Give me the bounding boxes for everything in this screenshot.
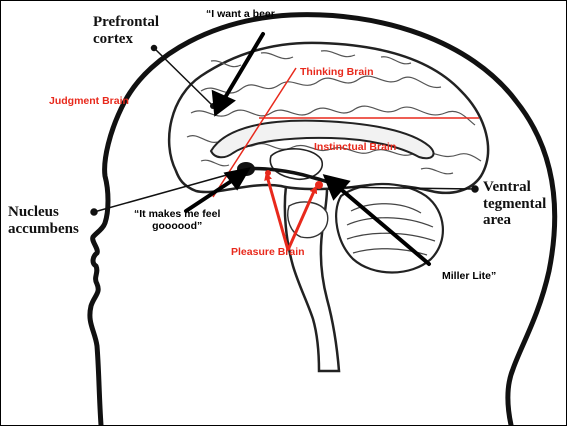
instinctual-brain-label: Instinctual Brain — [314, 142, 396, 154]
prefrontal-label-line2: cortex — [93, 31, 159, 48]
ventral-label-line2: tegmental — [483, 196, 546, 213]
thinking-brain-label: Thinking Brain — [300, 67, 374, 79]
prefrontal-label-line1: Prefrontal — [93, 14, 159, 31]
pleasure-brain-label: Pleasure Brain — [231, 247, 305, 259]
nucleus-accumbens-label: Nucleus accumbens — [8, 204, 79, 237]
nucleus-label-line2: accumbens — [8, 221, 79, 238]
pleasure-dot — [265, 170, 271, 176]
quote-feel-line2: goooood” — [134, 221, 220, 233]
quote-want-beer: “I want a beer — [206, 9, 275, 21]
nucleus-label-line1: Nucleus — [8, 204, 79, 221]
vta-dot — [315, 181, 323, 189]
quote-miller-lite: Miller Lite” — [442, 271, 496, 283]
quote-makes-me-feel: “It makes me feel goooood” — [134, 209, 220, 232]
ventral-tegmental-label: Ventral tegmental area — [483, 179, 546, 229]
judgment-brain-label: Judgment Brain — [49, 96, 129, 108]
prefrontal-label: Prefrontal cortex — [93, 14, 159, 47]
ventral-label-line1: Ventral — [483, 179, 546, 196]
quote-feel-line1: “It makes me feel — [134, 209, 220, 221]
ventral-label-line3: area — [483, 212, 546, 229]
